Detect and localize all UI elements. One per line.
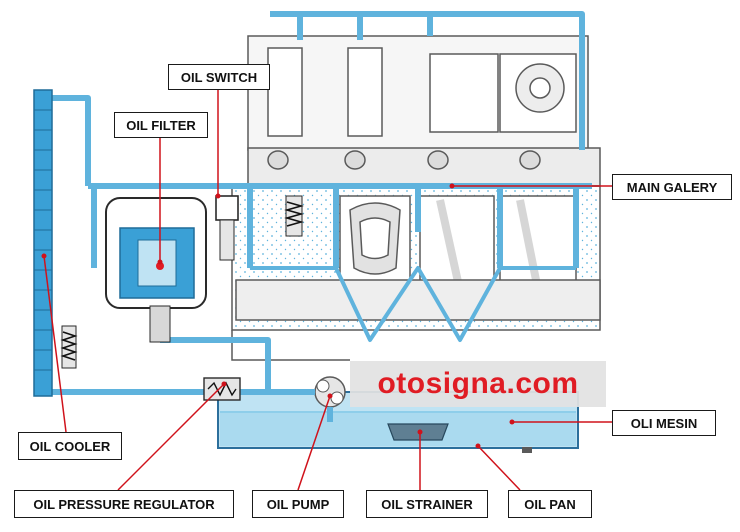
label-oil-filter: OIL FILTER — [114, 112, 208, 138]
oil-switch — [215, 195, 239, 261]
leader-lines — [43, 88, 612, 491]
label-oil-pump: OIL PUMP — [252, 490, 344, 518]
oil-cooler — [33, 89, 78, 397]
lifter-springs — [284, 195, 304, 237]
label-oil-pressure-regulator: OIL PRESSURE REGULATOR — [14, 490, 234, 518]
label-main-galery: MAIN GALERY — [612, 174, 732, 200]
label-oli-mesin: OLI MESIN — [612, 410, 716, 436]
label-oil-switch: OIL SWITCH — [168, 64, 270, 90]
label-oil-strainer: OIL STRAINER — [366, 490, 488, 518]
label-oil-pan: OIL PAN — [508, 490, 592, 518]
label-oil-cooler: OIL COOLER — [18, 432, 122, 460]
engine-block — [231, 35, 601, 361]
watermark: otosigna.com — [350, 361, 606, 407]
oil-filter — [105, 197, 207, 343]
oil-pump — [314, 376, 346, 408]
oil-pressure-regulator — [203, 377, 241, 401]
